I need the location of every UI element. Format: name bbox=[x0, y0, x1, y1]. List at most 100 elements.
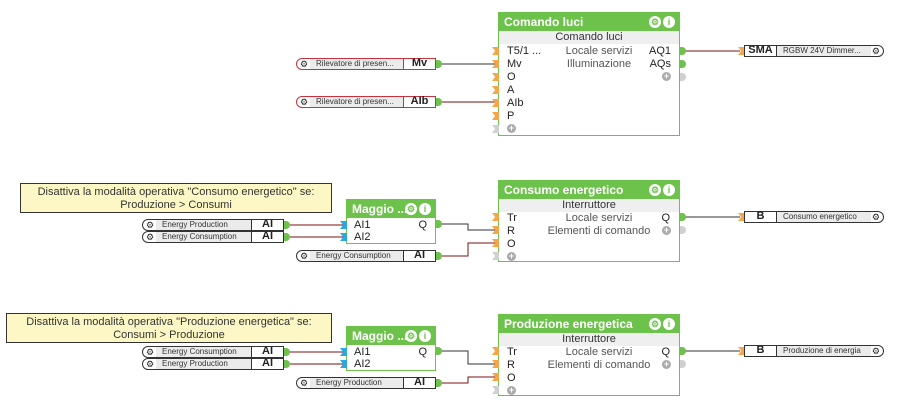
input-pin-add[interactable] bbox=[492, 252, 499, 260]
output-reference[interactable]: B Consumo energetico ⚙ bbox=[744, 211, 884, 223]
input-reference[interactable]: ⚙ Energy Production AI bbox=[296, 377, 436, 389]
input-reference[interactable]: ⚙ Energy Production AI bbox=[142, 219, 284, 231]
comment-note[interactable]: Disattiva la modalità operativa "Consumo… bbox=[20, 183, 332, 213]
output-pin[interactable] bbox=[284, 221, 290, 229]
gear-icon[interactable]: ⚙ bbox=[146, 359, 155, 369]
input-reference[interactable]: ⚙ Energy Consumption AI bbox=[142, 231, 284, 243]
gear-icon[interactable]: ⚙ bbox=[146, 220, 155, 230]
input-pin[interactable] bbox=[492, 360, 499, 368]
output-pin[interactable] bbox=[436, 220, 442, 228]
input-pin[interactable] bbox=[340, 360, 347, 368]
gear-icon[interactable]: ⚙ bbox=[405, 203, 417, 215]
input-pin[interactable] bbox=[492, 99, 499, 107]
reference-tag: B bbox=[745, 211, 777, 223]
info-icon[interactable]: i bbox=[663, 318, 675, 330]
gear-icon[interactable]: ⚙ bbox=[871, 46, 880, 56]
gear-icon[interactable]: ⚙ bbox=[871, 212, 880, 222]
block-produzione-energetica[interactable]: Produzione energetica ⚙ i Interruttore T… bbox=[498, 314, 680, 396]
gear-icon[interactable]: ⚙ bbox=[300, 378, 309, 388]
block-consumo-energetico[interactable]: Consumo energetico ⚙ i Interruttore Tr R… bbox=[498, 180, 680, 262]
block-category: Elementi di comando bbox=[547, 359, 651, 371]
gear-icon[interactable]: ⚙ bbox=[300, 97, 309, 107]
info-icon[interactable]: i bbox=[663, 16, 675, 28]
input-reference[interactable]: ⚙ Energy Production AI bbox=[142, 358, 284, 370]
block-title-text: Maggio ... bbox=[352, 202, 408, 216]
input-pin[interactable] bbox=[492, 47, 499, 55]
reference-tag: AI bbox=[251, 346, 283, 358]
input-pin[interactable] bbox=[738, 347, 745, 355]
block-title-text: Produzione energetica bbox=[504, 317, 633, 331]
output-pin[interactable] bbox=[436, 347, 442, 355]
add-input-icon[interactable]: + bbox=[507, 385, 516, 395]
gear-icon[interactable]: ⚙ bbox=[146, 347, 155, 357]
input-pin[interactable] bbox=[492, 239, 499, 247]
block-location: Locale servizi bbox=[565, 45, 633, 57]
block-comando-luci[interactable]: Comando luci ⚙ i Comando luci T5/1 ... M… bbox=[498, 12, 680, 136]
gear-icon[interactable]: ⚙ bbox=[649, 318, 661, 330]
output-pin[interactable] bbox=[680, 60, 686, 68]
input-pin[interactable] bbox=[492, 73, 499, 81]
gear-icon[interactable]: ⚙ bbox=[649, 16, 661, 28]
output-pin[interactable] bbox=[284, 348, 290, 356]
gear-icon[interactable]: ⚙ bbox=[300, 251, 309, 261]
input-pin[interactable] bbox=[340, 348, 347, 356]
reference-label: Energy Consumption bbox=[156, 232, 252, 242]
output-pin[interactable] bbox=[436, 252, 442, 260]
info-icon[interactable]: i bbox=[419, 330, 431, 342]
output-pin[interactable] bbox=[680, 47, 686, 55]
block-maggiore[interactable]: Maggio ... ⚙ i AI1 AI2 Q bbox=[346, 199, 436, 244]
reference-label: Energy Production bbox=[310, 378, 404, 388]
input-pin[interactable] bbox=[492, 373, 499, 381]
output-pin[interactable] bbox=[680, 213, 686, 221]
gear-icon[interactable]: ⚙ bbox=[405, 330, 417, 342]
input-pin[interactable] bbox=[492, 86, 499, 94]
add-output-icon[interactable]: + bbox=[662, 359, 671, 369]
output-pin-add[interactable] bbox=[680, 226, 686, 234]
output-reference[interactable]: B Produzione di energia ⚙ bbox=[744, 345, 884, 357]
input-pin[interactable] bbox=[340, 233, 347, 241]
output-pin[interactable] bbox=[436, 60, 442, 68]
input-pin-add[interactable] bbox=[492, 125, 499, 133]
input-pin[interactable] bbox=[340, 221, 347, 229]
output-pin[interactable] bbox=[436, 98, 442, 106]
info-icon[interactable]: i bbox=[663, 184, 675, 196]
input-reference[interactable]: ⚙ Rilevatore di presen... Mv bbox=[296, 58, 436, 70]
input-pin[interactable] bbox=[492, 60, 499, 68]
reference-tag: AI bbox=[403, 250, 435, 262]
gear-icon[interactable]: ⚙ bbox=[300, 59, 309, 69]
gear-icon[interactable]: ⚙ bbox=[871, 346, 880, 356]
output-pin[interactable] bbox=[284, 360, 290, 368]
output-pin-add[interactable] bbox=[680, 73, 686, 81]
input-pin[interactable] bbox=[738, 213, 745, 221]
add-input-icon[interactable]: + bbox=[507, 123, 516, 133]
output-pin[interactable] bbox=[436, 379, 442, 387]
input-reference[interactable]: ⚙ Rilevatore di presen... AIb bbox=[296, 96, 436, 108]
input-pin[interactable] bbox=[492, 112, 499, 120]
output-reference[interactable]: SMA RGBW 24V Dimmer... ⚙ bbox=[744, 45, 884, 57]
input-pin[interactable] bbox=[492, 226, 499, 234]
output-pin-add[interactable] bbox=[680, 360, 686, 368]
gear-icon[interactable]: ⚙ bbox=[146, 232, 155, 242]
input-pin-add[interactable] bbox=[492, 386, 499, 394]
input-reference[interactable]: ⚙ Energy Consumption AI bbox=[142, 346, 284, 358]
gear-icon[interactable]: ⚙ bbox=[649, 184, 661, 196]
reference-label: Rilevatore di presen... bbox=[310, 97, 404, 107]
input-label: AI2 bbox=[354, 231, 371, 243]
output-pin[interactable] bbox=[284, 233, 290, 241]
input-pin[interactable] bbox=[492, 347, 499, 355]
input-reference[interactable]: ⚙ Energy Consumption AI bbox=[296, 250, 436, 262]
add-output-icon[interactable]: + bbox=[662, 225, 671, 235]
add-input-icon[interactable]: + bbox=[507, 251, 516, 261]
add-output-icon[interactable]: + bbox=[662, 71, 671, 81]
input-pin[interactable] bbox=[492, 213, 499, 221]
output-label: Q bbox=[661, 346, 670, 358]
comment-note[interactable]: Disattiva la modalità operativa "Produzi… bbox=[6, 313, 332, 343]
output-pin[interactable] bbox=[680, 347, 686, 355]
input-pin[interactable] bbox=[738, 47, 745, 55]
info-icon[interactable]: i bbox=[419, 203, 431, 215]
block-maggiore[interactable]: Maggio ... ⚙ i AI1 AI2 Q bbox=[346, 326, 436, 371]
input-label: Tr bbox=[507, 212, 517, 224]
reference-label: Energy Consumption bbox=[310, 251, 404, 261]
input-label: P bbox=[507, 110, 515, 122]
input-label: A bbox=[507, 84, 515, 96]
